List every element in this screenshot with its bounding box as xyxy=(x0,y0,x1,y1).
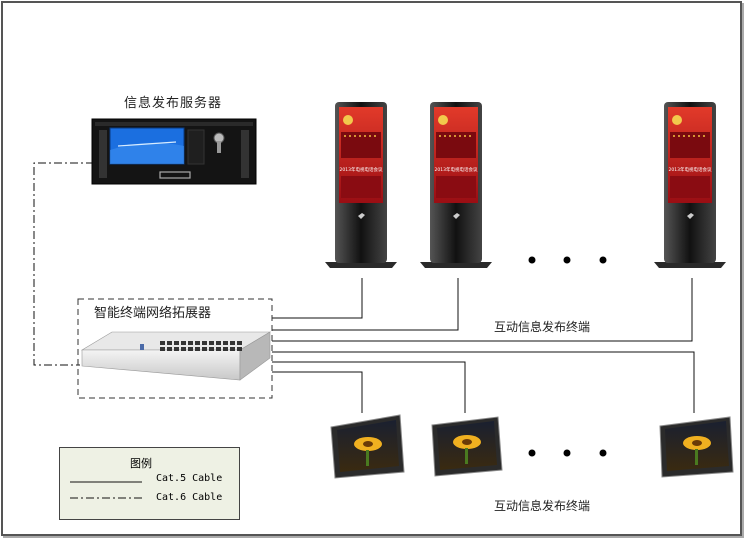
link-lower-screen-1 xyxy=(272,371,363,413)
lower-terminals-label: 互动信息发布终端 xyxy=(494,499,591,513)
kiosk-1-screen-text: 2013年电视电话会议 xyxy=(340,166,383,173)
link-upper-kiosk-2 xyxy=(272,278,459,331)
link-upper-kiosk-1 xyxy=(272,278,363,319)
legend-cat6-label: Cat.6 Cable xyxy=(156,492,223,503)
extender-box xyxy=(77,298,273,399)
kiosk-2-screen-text: 2013年电视电话会议 xyxy=(435,166,478,173)
kiosk-terminal-3: 2013年电视电话会议 xyxy=(654,102,726,268)
legend-title: 图例 xyxy=(130,457,152,470)
network-switch xyxy=(80,331,272,381)
extender-label: 智能终端网络拓展器 xyxy=(94,306,212,321)
link-upper-kiosk-3 xyxy=(272,278,693,342)
ellipsis-lower xyxy=(528,449,607,457)
link-lower-screen-3 xyxy=(272,351,695,413)
ellipsis-upper xyxy=(528,256,607,264)
wall-screen-2 xyxy=(431,416,503,477)
wall-screen-1 xyxy=(330,414,405,479)
cat5-links xyxy=(272,278,695,413)
server xyxy=(91,118,257,185)
legend-lines xyxy=(70,481,142,499)
upper-terminals-label: 互动信息发布终端 xyxy=(494,320,591,334)
wall-screen-3 xyxy=(659,416,734,478)
legend-cat5-label: Cat.5 Cable xyxy=(156,473,223,484)
server-label: 信息发布服务器 xyxy=(124,96,223,111)
legend-box: 图例 Cat.5 Cable Cat.6 Cable xyxy=(59,447,240,520)
kiosk-terminal-2: 2013年电视电话会议 xyxy=(420,102,492,268)
kiosk-3-screen-text: 2013年电视电话会议 xyxy=(669,166,712,173)
kiosk-terminal-1: 2013年电视电话会议 xyxy=(325,102,397,268)
cat6-link xyxy=(33,162,94,366)
link-lower-screen-2 xyxy=(272,361,466,413)
